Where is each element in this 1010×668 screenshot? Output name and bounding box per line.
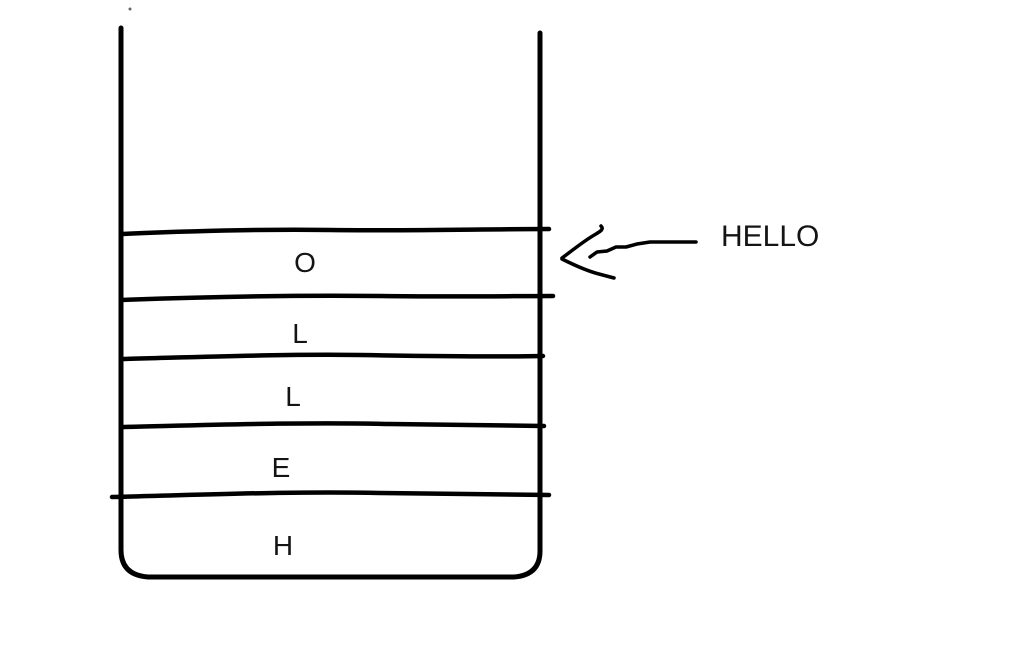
- stack-level-label-4: E: [271, 452, 291, 483]
- stack-divider-4: [118, 421, 547, 430]
- arrow-head-lower-barb: [560, 257, 616, 280]
- arrow-head-upper-barb: [560, 224, 604, 260]
- stack-divider-1: [118, 226, 552, 237]
- arrow-shaft: [588, 240, 698, 259]
- stray-pen-dot: [128, 7, 132, 11]
- stack-divider-2: [118, 293, 556, 303]
- arrow-annotation-label: HELLO: [721, 220, 820, 253]
- stack-level-label-3: L: [285, 381, 301, 412]
- stack-level-label-5: H: [272, 530, 294, 561]
- stack-divider-5: [109, 490, 552, 500]
- stack-level-label-1: O: [294, 247, 316, 278]
- stack-divider-3: [118, 352, 546, 362]
- stack-container-outline: [118, 25, 543, 580]
- stack-level-label-2: L: [292, 318, 308, 349]
